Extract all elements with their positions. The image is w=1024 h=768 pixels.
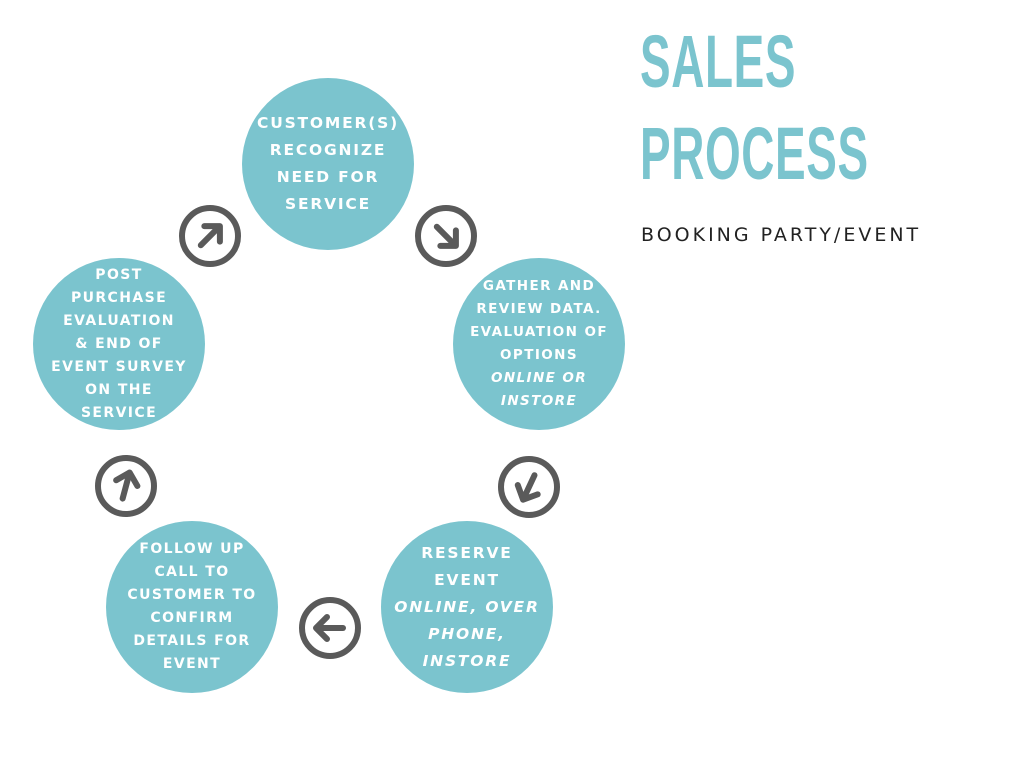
step-post-purchase-evaluation: POST PURCHASE EVALUATION & END OF EVENT …	[33, 258, 205, 430]
arrow-down-left-icon	[497, 455, 561, 519]
step-line: PURCHASE	[70, 289, 168, 306]
step-line: EVALUATION	[63, 312, 175, 329]
step-line: REVIEW DATA.	[476, 301, 602, 317]
step-line-italic: INSTORE	[422, 651, 512, 670]
step-line: EVALUATION OF	[470, 324, 608, 340]
step-line-italic: INSTORE	[500, 393, 578, 409]
step-recognize-need: CUSTOMER(S) RECOGNIZE NEED FOR SERVICE	[242, 78, 414, 250]
step-line: SERVICE	[80, 404, 158, 421]
step-line-italic: PHONE,	[428, 624, 506, 643]
step-line: SERVICE	[284, 195, 371, 213]
step-line: FOLLOW UP	[139, 541, 245, 557]
step-line: CUSTOMER TO	[127, 587, 257, 603]
arrow-up-icon	[94, 454, 158, 518]
step-line: & END OF	[75, 335, 163, 352]
step-line-italic: ONLINE OR	[490, 370, 588, 386]
step-line: POST	[95, 266, 143, 283]
step-line: GATHER AND	[482, 278, 596, 294]
step-reserve-event: RESERVE EVENT ONLINE, OVER PHONE, INSTOR…	[381, 521, 553, 693]
subtitle: BOOKING PARTY/EVENT	[641, 224, 922, 246]
step-line: EVENT SURVEY	[51, 358, 187, 375]
arrow-left-icon	[298, 596, 362, 660]
step-line: CALL TO	[154, 564, 230, 580]
arrow-up-right-icon	[178, 204, 242, 268]
step-line: OPTIONS	[500, 347, 578, 363]
step-line: ON THE	[85, 381, 153, 398]
step-line: DETAILS FOR	[133, 633, 251, 649]
step-line-italic: ONLINE, OVER	[394, 597, 540, 616]
step-line: CUSTOMER(S)	[257, 114, 399, 132]
title-line-1: SALES	[640, 20, 797, 103]
step-line: RECOGNIZE	[269, 141, 387, 159]
step-line: EVENT	[162, 656, 222, 672]
step-follow-up-call: FOLLOW UP CALL TO CUSTOMER TO CONFIRM DE…	[106, 521, 278, 693]
arrow-down-right-icon	[414, 204, 478, 268]
step-line: NEED FOR	[276, 168, 380, 186]
step-line: RESERVE	[421, 543, 513, 562]
step-line: CONFIRM	[150, 610, 234, 626]
step-line: EVENT	[434, 570, 500, 589]
title-line-2: PROCESS	[640, 112, 869, 195]
step-gather-review-data: GATHER AND REVIEW DATA. EVALUATION OF OP…	[453, 258, 625, 430]
